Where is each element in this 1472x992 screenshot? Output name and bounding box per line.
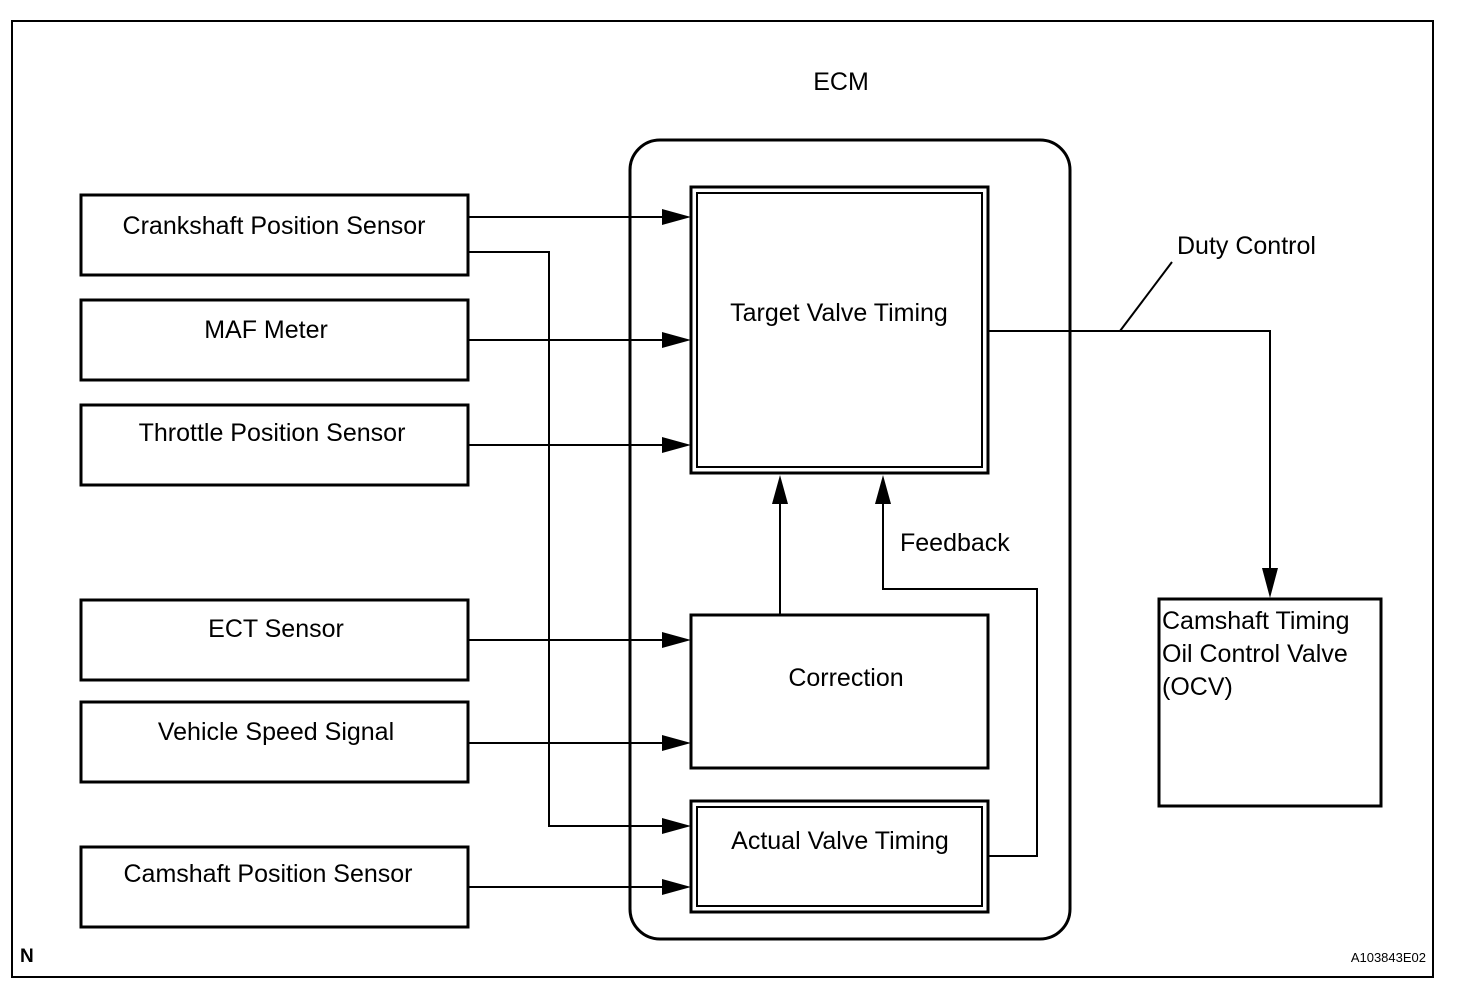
wire-feedback [882,493,1038,857]
arrowhead-correction-to-target [772,475,788,504]
svg-text:Throttle Position Sensor: Throttle Position Sensor [139,419,406,447]
svg-text:Oil Control Valve: Oil Control Valve [1162,640,1348,668]
svg-text:MAF Meter: MAF Meter [204,316,328,344]
arrowhead-ect-to-correction [662,632,691,648]
svg-text:Correction: Correction [788,664,903,692]
outer-frame [11,20,1434,978]
arrowhead-throttle-to-target [662,437,691,453]
svg-text:Actual Valve Timing: Actual Valve Timing [731,827,949,855]
output-camshaft-timing-ocv: Camshaft Timing Oil Control Valve (OCV) [1157,597,1383,808]
input-crankshaft-position-sensor: Crankshaft Position Sensor [79,193,470,277]
svg-text:Camshaft Timing: Camshaft Timing [1162,607,1350,635]
input-ect-sensor: ECT Sensor [79,598,470,682]
svg-text:ECT Sensor: ECT Sensor [208,615,344,643]
input-throttle-position-sensor: Throttle Position Sensor [79,403,470,487]
arrowhead-camshaft-to-actual [662,879,691,895]
arrowhead-speed-to-correction [662,735,691,751]
block-actual-valve-timing: Actual Valve Timing [689,799,990,914]
figure-code: A103843E02 [1351,950,1426,965]
duty-control-leader [1119,261,1173,332]
block-correction: Correction [689,613,990,770]
arrowhead-feedback [875,475,891,504]
svg-text:Vehicle Speed Signal: Vehicle Speed Signal [158,718,394,746]
ecm-title: ECM [813,68,869,96]
svg-text:(OCV): (OCV) [1162,673,1233,701]
arrowhead-maf-to-target [662,332,691,348]
input-camshaft-position-sensor: Camshaft Position Sensor [79,845,470,929]
input-vehicle-speed-signal: Vehicle Speed Signal [79,700,470,784]
label-duty-control: Duty Control [1177,232,1316,260]
svg-text:Crankshaft Position Sensor: Crankshaft Position Sensor [123,212,426,240]
svg-text:Target Valve Timing: Target Valve Timing [730,299,948,327]
arrowhead-crankshaft-to-target [662,209,691,225]
block-target-valve-timing: Target Valve Timing [689,185,990,475]
svg-text:Camshaft Position Sensor: Camshaft Position Sensor [123,860,412,888]
wire-crankshaft-to-actual [468,251,672,827]
corner-mark: N [20,946,34,967]
wire-target-to-ocv [988,330,1271,580]
input-maf-meter: MAF Meter [79,298,470,382]
arrowhead-crankshaft-to-actual [662,818,691,834]
label-feedback: Feedback [900,529,1010,557]
arrowhead-target-to-ocv [1262,568,1278,598]
